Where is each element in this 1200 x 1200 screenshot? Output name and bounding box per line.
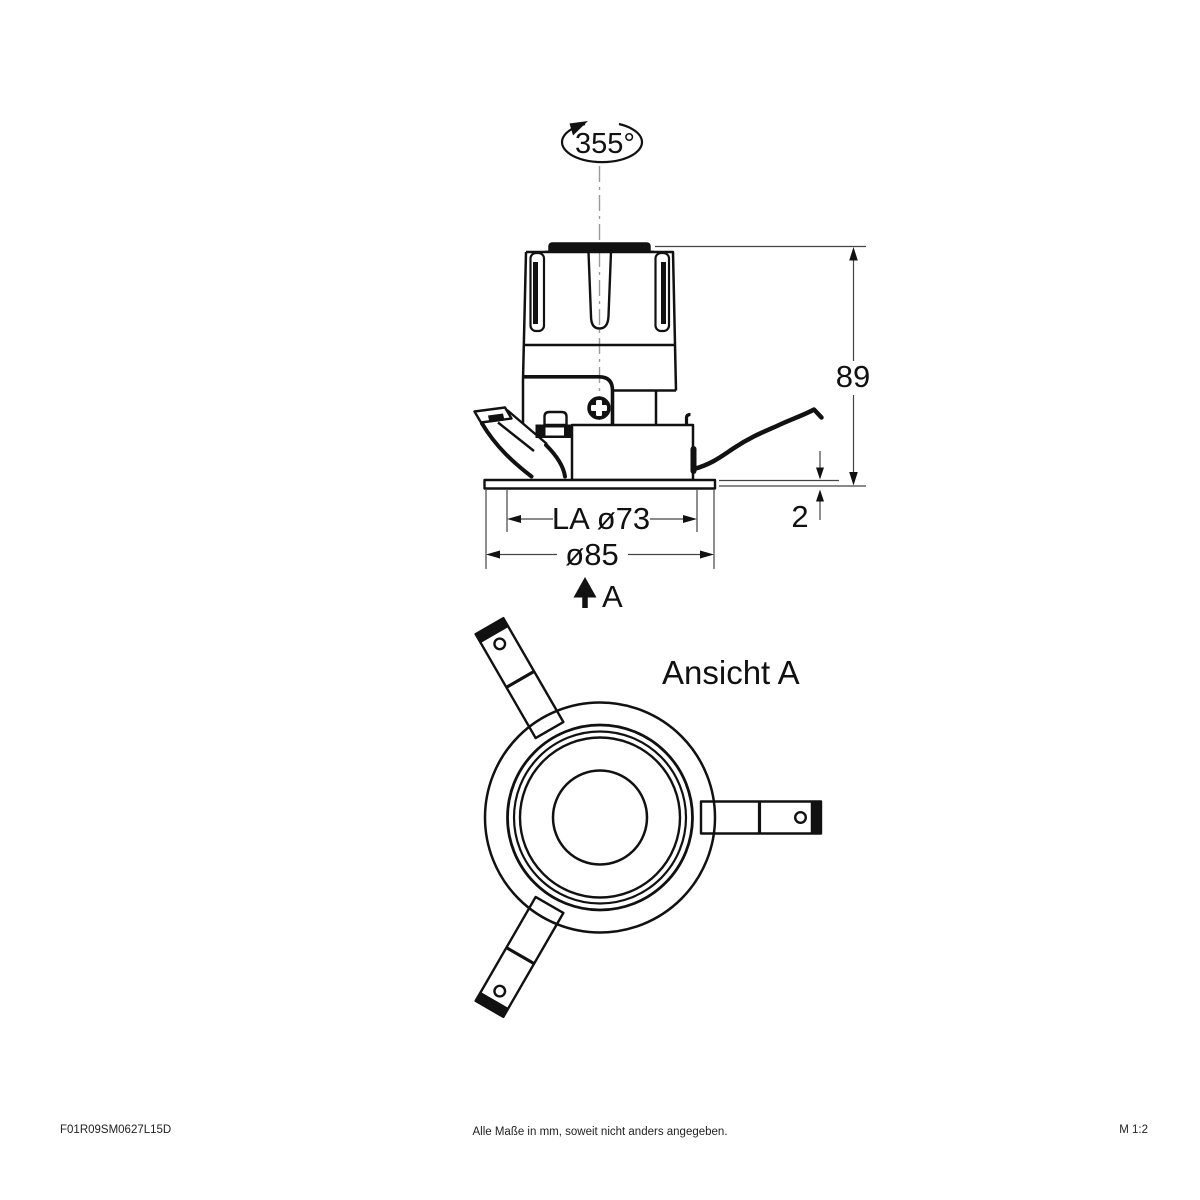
rotation-angle-label: 355° xyxy=(575,128,635,160)
arrowhead-left-icon xyxy=(486,550,500,559)
arm-hole xyxy=(794,811,808,825)
mounting-clip xyxy=(473,406,572,479)
flange-outline-circle xyxy=(483,701,717,934)
trim-ring-middle xyxy=(512,730,688,905)
luminaire-side-view xyxy=(473,242,824,490)
arm-hole xyxy=(493,984,507,998)
dimension-outer-85: ø85 xyxy=(485,490,715,572)
heatsink-body xyxy=(521,242,678,424)
connection-wire xyxy=(690,407,824,474)
arrowhead-up-icon xyxy=(816,489,824,502)
lens-circle xyxy=(551,769,649,866)
view-arrow-icon xyxy=(573,577,597,598)
trim-ring-outer xyxy=(506,723,694,912)
heatsink-slot-right xyxy=(654,251,671,333)
screw-icon xyxy=(587,396,611,420)
dim-cutout-label: LA ø73 xyxy=(552,501,650,536)
mounting-arm-right xyxy=(699,800,823,835)
heatsink-slot-left xyxy=(529,251,546,333)
dimension-cutout-la73: LA ø73 xyxy=(506,490,698,536)
mounting-arm-upper-left xyxy=(474,616,565,740)
view-arrow-label: A xyxy=(602,579,623,614)
mounting-arm-lower-left xyxy=(474,895,565,1019)
arrowhead-down-icon xyxy=(849,472,858,486)
bottom-view-title: Ansicht A xyxy=(662,654,800,691)
terminal-box xyxy=(570,423,695,482)
arrowhead-left-icon xyxy=(507,515,521,523)
heatsink-slot-center xyxy=(587,251,613,330)
clip-spring-arm xyxy=(480,421,534,479)
footer: F01R09SM0627L15D Alle Maße in mm, soweit… xyxy=(0,1124,1200,1144)
dimension-flange-2: 2 xyxy=(719,451,839,534)
luminaire-bottom-view xyxy=(474,616,823,1019)
dimension-height-89: 89 xyxy=(655,245,870,487)
dim-flange-label: 2 xyxy=(791,499,808,534)
arrowhead-right-icon xyxy=(683,515,697,523)
rotation-indicator: 355° xyxy=(560,121,644,164)
arm-hole xyxy=(493,637,507,651)
clip-cap xyxy=(543,410,568,427)
footer-scale: M 1:2 xyxy=(1119,1124,1148,1136)
dim-height-label: 89 xyxy=(836,359,870,394)
footer-note: Alle Maße in mm, soweit nicht anders ang… xyxy=(472,1126,728,1138)
arrowhead-right-icon xyxy=(700,550,714,559)
reflector-ring xyxy=(518,736,682,899)
view-direction-marker: A xyxy=(573,577,623,614)
arrowhead-down-icon xyxy=(816,467,824,480)
top-cap xyxy=(548,242,651,253)
trim-flange xyxy=(483,478,717,490)
rotation-arc xyxy=(560,122,644,164)
footer-article-code: F01R09SM0627L15D xyxy=(60,1124,172,1136)
arrowhead-up-icon xyxy=(849,247,858,261)
rotation-arrow-icon xyxy=(569,121,588,136)
strain-relief-tab xyxy=(684,412,691,425)
dim-outer-label: ø85 xyxy=(565,537,618,572)
